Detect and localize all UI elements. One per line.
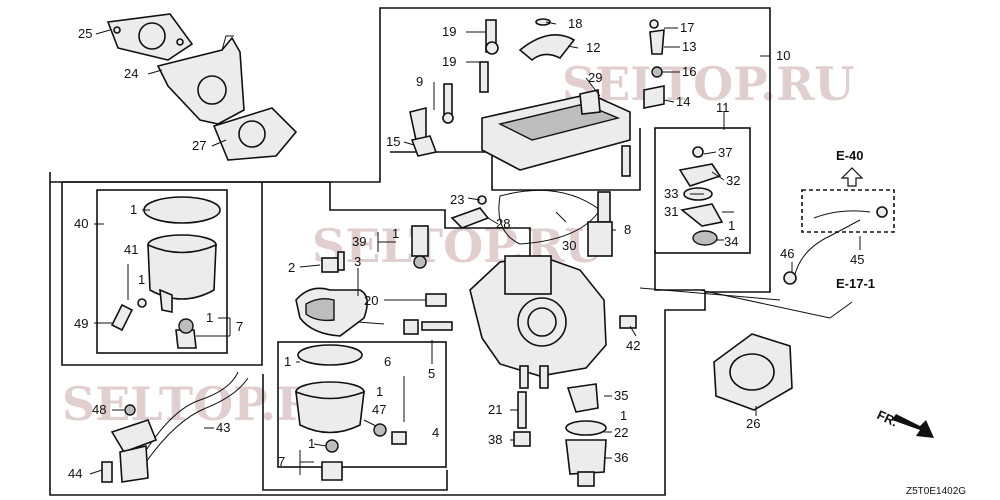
label-part-33: 33 [664,186,678,201]
label-part-13: 13 [682,39,696,54]
part-24-insulator [156,35,245,125]
reference-e40: E-40 [836,148,863,187]
label-part-1c: 1 [206,310,213,325]
label-part-49: 49 [74,316,88,331]
label-part-38: 38 [488,432,502,447]
label-part-20: 20 [364,293,378,308]
label-part-1d: 1 [392,226,399,241]
label-part-6: 6 [384,354,391,369]
part-4-bowl [295,344,407,481]
label-part-42: 42 [626,338,640,353]
part-carburetor-body [469,255,607,389]
watermark-top: SELTOP.RU [562,57,855,111]
assembly-frames [49,7,895,496]
part-9-15-lever [409,83,454,157]
label-part-1h: 1 [728,218,735,233]
label-part-19b: 19 [442,54,456,69]
label-part-34: 34 [724,234,738,249]
label-part-36: 36 [614,450,628,465]
front-direction-label: FR. [875,407,900,429]
label-part-48: 48 [92,402,106,417]
label-part-25: 25 [78,26,92,41]
label-part-47: 47 [372,402,386,417]
part-11-group [678,146,724,246]
label-part-27: 27 [192,138,206,153]
part-27-gasket [212,107,298,161]
part-25-gasket [106,13,194,61]
label-part-23: 23 [450,192,464,207]
label-part-4: 4 [432,425,439,440]
label-part-21: 21 [488,402,502,417]
diagram-code: Z5T0E1402G [906,486,966,497]
label-part-15: 15 [386,134,400,149]
front-direction-indicator: FR. [875,407,934,438]
part-40-float-chamber [110,196,221,349]
label-part-7b: 7 [278,454,285,469]
label-part-22: 22 [614,425,628,440]
label-part-29: 29 [588,70,602,85]
label-part-9: 9 [416,74,423,89]
part-39-jet [411,225,429,269]
label-part-41: 41 [124,242,138,257]
label-part-46: 46 [780,246,794,261]
label-part-10: 10 [776,48,790,63]
label-part-7a: 7 [236,319,243,334]
label-part-1b: 1 [138,272,145,287]
label-part-24: 24 [124,66,138,81]
part-21-38-jets [513,391,531,447]
label-part-19a: 19 [442,24,456,39]
part-labels: 25 24 27 40 1 41 1 49 1 7 2 3 39 1 20 5 … [68,16,864,481]
label-part-1i: 1 [620,408,627,423]
part-45-46-tube [783,206,888,285]
label-part-1f: 1 [376,384,383,399]
label-part-16: 16 [682,64,696,79]
label-part-39: 39 [352,234,366,249]
part-2-3-float [295,251,385,337]
label-part-43: 43 [216,420,230,435]
label-part-18: 18 [568,16,582,31]
label-part-2: 2 [288,260,295,275]
label-part-1a: 1 [130,202,137,217]
label-part-44: 44 [68,466,82,481]
part-8-needle [587,191,613,257]
label-part-30: 30 [562,238,576,253]
label-part-5: 5 [428,366,435,381]
part-43-44-48-solenoid [101,371,249,483]
part-screws [403,293,637,335]
label-part-26: 26 [746,416,760,431]
leader-lines [89,21,861,475]
label-part-32: 32 [726,173,740,188]
label-part-3: 3 [354,254,361,269]
part-top-cover [479,18,665,177]
label-part-37: 37 [718,145,732,160]
label-part-31: 31 [664,204,678,219]
label-part-1e: 1 [284,354,291,369]
label-part-14: 14 [676,94,690,109]
reference-e17-label: E-17-1 [836,276,875,291]
label-part-35: 35 [614,388,628,403]
label-part-45: 45 [850,252,864,267]
label-part-17: 17 [680,20,694,35]
label-part-8: 8 [624,222,631,237]
part-26-gasket [713,333,793,411]
label-part-12: 12 [586,40,600,55]
label-part-28: 28 [496,216,510,231]
label-part-1g: 1 [308,436,315,451]
label-part-40: 40 [74,216,88,231]
reference-e40-label: E-40 [836,148,863,163]
label-part-11: 11 [716,100,730,115]
part-35-22-36 [565,383,607,487]
